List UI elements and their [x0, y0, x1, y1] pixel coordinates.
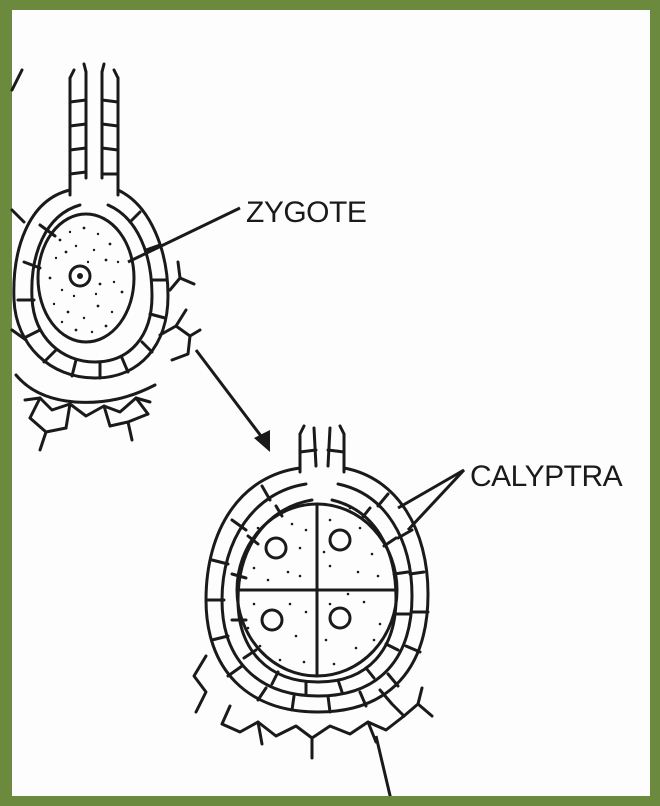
zygote-label: ZYGOTE [246, 196, 366, 229]
calyptra-label: CALYPTRA [470, 460, 623, 493]
